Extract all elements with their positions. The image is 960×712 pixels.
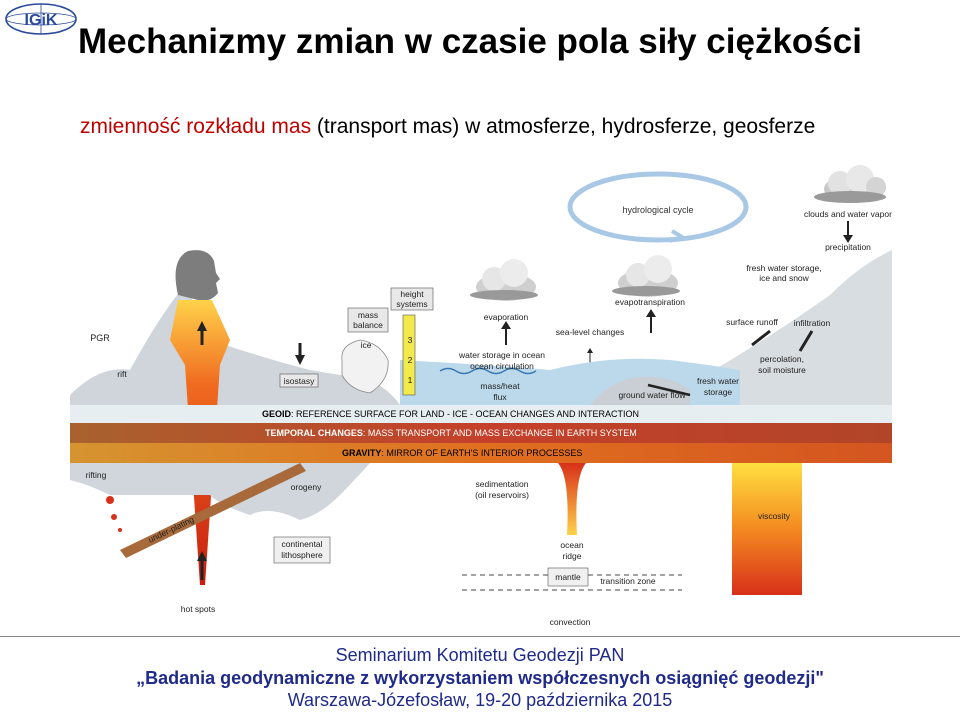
ocean-ridge [558,463,586,535]
fresh-water-label: fresh water storage, [746,263,821,273]
page-title: Mechanizmy zmian w czasie pola siły cięż… [78,22,862,61]
transition-label: transition zone [600,576,656,586]
evapotranspiration-label: evapotranspiration [615,297,685,307]
footer-divider [0,636,960,637]
gravity-band [70,443,892,463]
cloud-icon [612,255,680,297]
ocean-circulation-label: ocean circulation [470,361,534,371]
rifting-label: rifting [86,470,107,480]
subduction-slab [120,463,306,558]
footer-title: „Badania geodynamiczne z wykorzystaniem … [136,668,824,688]
logo-text: IGiK [25,12,58,29]
earth-system-diagram: hydrological cycle clouds and water vapo… [70,165,892,627]
ground-water-label: ground water flow [618,390,686,400]
sedimentation-label: sedimentation [476,479,529,489]
geoid-text: GEOID: REFERENCE SURFACE FOR LAND - ICE … [262,409,639,419]
evaporation-label: evaporation [484,312,529,322]
convection-label: convection [550,617,591,627]
svg-text:hydrological cycle: hydrological cycle [622,205,693,215]
geoid-band [70,405,892,423]
infiltration-label: infiltration [794,318,831,328]
page-subtitle: zmienność rozkładu mas (transport mas) w… [80,115,815,139]
svg-text:2: 2 [408,355,413,365]
pgr-label: PGR [90,333,110,343]
fresh-water-label2: ice and snow [759,273,809,283]
height-scale [402,314,416,396]
continental-label: continental [281,539,322,549]
hydrological-cycle: hydrological cycle [567,171,749,243]
surface-runoff-label: surface runoff [726,317,778,327]
fresh-water-storage-label2: storage [704,387,733,397]
right-land [670,250,892,405]
subtitle-rest: (transport mas) w atmosferze, hydrosferz… [311,115,816,138]
gravity-text: GRAVITY: MIRROR OF EARTH'S INTERIOR PROC… [342,448,582,458]
water-ocean-label: water storage in ocean [458,350,545,360]
ice-blob [341,339,389,394]
clouds-label: clouds and water vapor [804,209,892,219]
mantle-label: mantle [555,572,581,582]
temporal-band [70,423,892,443]
lower-crust [70,463,370,520]
rift-label: rift [117,369,127,379]
ocean-label: ocean [560,540,583,550]
flux-label: flux [493,392,507,402]
balance-label: balance [353,320,383,330]
systems-label: systems [396,299,427,309]
subtitle-highlight: zmienność rozkładu mas [80,115,312,138]
svg-text:3: 3 [408,335,413,345]
ice-label: ice [361,340,372,350]
soil-moisture-label: soil moisture [758,365,806,375]
footer-location: Warszawa-Józefosław, 19-20 października … [287,690,673,710]
igik-logo: IGiK [5,3,77,35]
mass-heat-label: mass/heat [480,381,520,391]
temporal-text: TEMPORAL CHANGES: MASS TRANSPORT AND MAS… [265,428,637,438]
lithosphere-label: lithosphere [281,550,323,560]
oil-label: (oil reservoirs) [475,490,529,500]
underplating-label: under-plating [146,514,195,545]
height-label: height [400,289,424,299]
mass-label: mass [358,310,378,320]
isostasy-label: isostasy [284,376,315,386]
percolation-label: percolation, [760,354,804,364]
viscosity-label: viscosity [758,511,791,521]
ridge-label: ridge [563,551,582,561]
sea-level-label: sea-level changes [556,327,625,337]
cloud-icon [814,165,886,203]
orogeny-label: orogeny [291,482,322,492]
svg-text:1: 1 [408,375,413,385]
precipitation-label: precipitation [825,242,871,252]
footer-seminar: Seminarium Komitetu Geodezji PAN [335,645,625,665]
hot-spots-label: hot spots [181,604,216,614]
cloud-icon [470,259,538,301]
face-silhouette [175,250,220,301]
viscosity-column [732,463,802,595]
fresh-water-storage-label: fresh water [697,376,739,386]
